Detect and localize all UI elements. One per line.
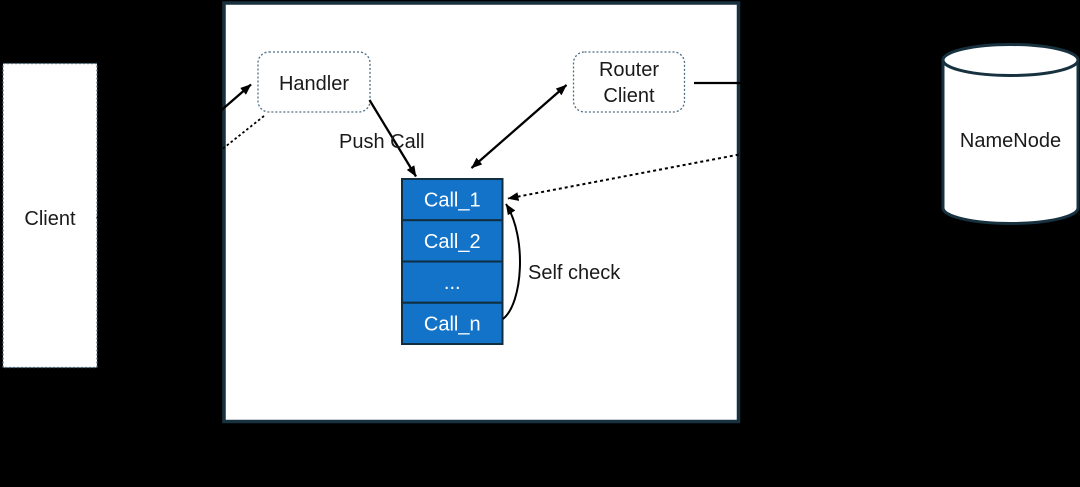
router-client-label-line1: Router [599,59,659,81]
push-call-arrow [368,99,417,178]
client-label: Client [24,208,76,230]
call-queue-label-n: Call_n [424,314,481,336]
namenode-cylinder-body [941,60,1080,225]
router-client-label-line2: Client [603,85,655,107]
self-check-arrow [502,203,521,320]
namenode-cylinder: NameNode [941,43,1080,225]
client-to-handler-arrow [96,83,252,219]
call-queue-label-1: Call_1 [424,190,481,212]
namenode-label: NameNode [960,130,1061,152]
namenode-to-queue-dotted-arrow [507,115,940,201]
handler-label: Handler [279,73,349,95]
handler-box [257,51,371,113]
router-client-box [572,51,686,113]
call-queue-label-2: Call_2 [424,231,481,253]
handler-to-client-dotted-line [98,115,265,248]
call-queue-item-n [401,301,504,345]
call-queue: Call_1 Call_2 ... Call_n [401,178,504,345]
queue-router-double-arrow [470,84,568,169]
namenode-cylinder-top [941,43,1080,77]
client-box [2,62,98,369]
push-call-label: Push Call [339,131,425,153]
self-check-label: Self check [528,262,621,284]
call-queue-label-ellipsis: ... [444,272,461,294]
